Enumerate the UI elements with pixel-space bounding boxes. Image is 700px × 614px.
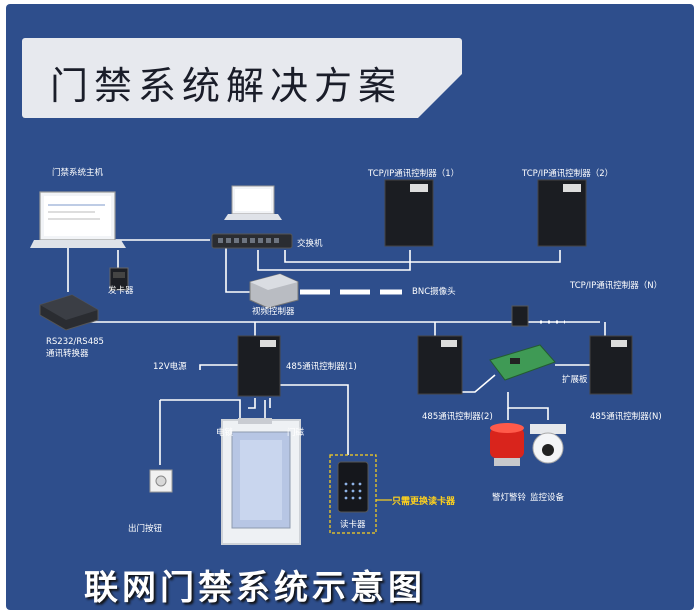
door-icon bbox=[221, 418, 301, 545]
footer-title: 联网门禁系统示意图 bbox=[84, 568, 426, 608]
card-issuer-icon bbox=[109, 267, 129, 291]
tcpip-N-label: TCP/IP通讯控制器（N） bbox=[570, 281, 663, 291]
network-switch-icon bbox=[211, 233, 293, 249]
alarm-label: 警灯警铃 bbox=[492, 493, 527, 503]
converter-label: RS232/RS485 通讯转换器 bbox=[46, 337, 104, 359]
hub-icon bbox=[511, 305, 529, 327]
alarm-light-icon bbox=[490, 423, 524, 466]
tcpip-1-label: TCP/IP通讯控制器（1） bbox=[368, 169, 460, 179]
ctrl485-N-label: 485通讯控制器(N) bbox=[590, 412, 662, 422]
monitor-label: 监控设备 bbox=[530, 493, 565, 503]
tcpip-controller-1-icon bbox=[384, 179, 434, 247]
bnc-camera-label: BNC摄像头 bbox=[412, 287, 456, 297]
reader-label: 读卡器 bbox=[340, 520, 366, 530]
card-reader-icon bbox=[329, 454, 392, 534]
dome-camera-icon bbox=[530, 424, 566, 464]
switch-label: 交换机 bbox=[297, 239, 323, 249]
tcpip-2-label: TCP/IP通讯控制器（2） bbox=[522, 169, 614, 179]
tcpip-controller-2-icon bbox=[537, 179, 587, 247]
exit-button-label: 出门按钮 bbox=[128, 524, 163, 534]
elock-label: 电锁 bbox=[216, 428, 234, 438]
video-controller-icon bbox=[249, 273, 299, 309]
switch-laptop-icon bbox=[224, 185, 282, 220]
ctrl485-2-label: 485通讯控制器(2) bbox=[422, 412, 493, 422]
converter-icon bbox=[39, 294, 99, 331]
expansion-label: 扩展板 bbox=[562, 375, 588, 385]
power-label: 12V电源 bbox=[153, 362, 187, 372]
expansion-board-icon bbox=[489, 344, 556, 381]
door-mag-label: 门磁 bbox=[287, 428, 305, 438]
host-computer-icon bbox=[30, 191, 126, 248]
ctrl485-N-icon bbox=[589, 335, 633, 395]
card-issuer-label: 发卡器 bbox=[108, 286, 134, 296]
exit-button-icon bbox=[149, 469, 173, 493]
ctrl485-1-icon bbox=[237, 335, 281, 397]
title-banner bbox=[22, 38, 462, 118]
ctrl485-1-label: 485通讯控制器(1) bbox=[286, 362, 357, 372]
ctrl485-2-icon bbox=[417, 335, 463, 395]
reader-note: 只需更换读卡器 bbox=[392, 497, 456, 507]
host-label: 门禁系统主机 bbox=[52, 168, 104, 178]
video-controller-label: 视频控制器 bbox=[252, 307, 295, 317]
page-title: 门禁系统解决方案 bbox=[50, 64, 403, 108]
